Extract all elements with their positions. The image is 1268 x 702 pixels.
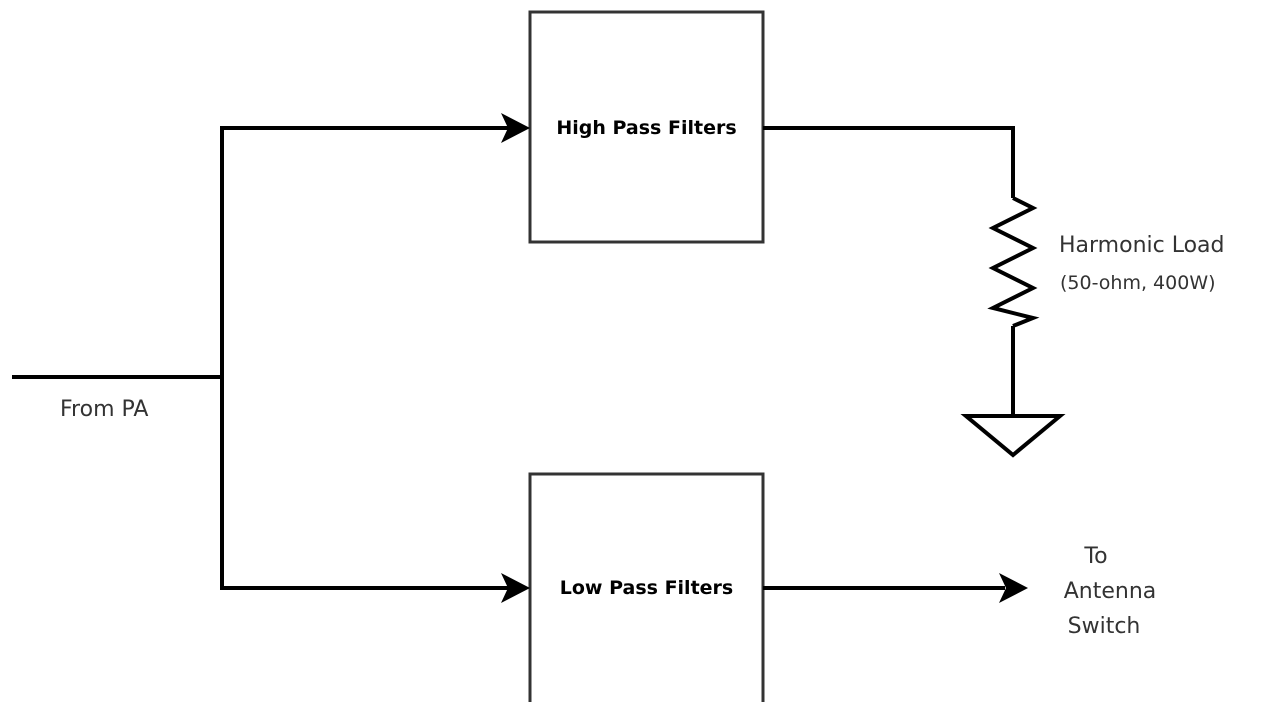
- hpf-arrowhead: [501, 113, 530, 143]
- from-pa-label: From PA: [60, 397, 149, 422]
- lpf-arrowhead: [501, 573, 530, 603]
- antenna-arrowhead: [999, 573, 1028, 603]
- harmonic-load-rating-label: (50-ohm, 400W): [1060, 272, 1216, 294]
- to-antenna-switch-label-line2: Antenna: [1063, 579, 1157, 604]
- hpf-output-wire: [763, 126, 1015, 198]
- ground-icon: [960, 414, 1066, 458]
- low-pass-filters-label: Low Pass Filters: [559, 577, 734, 599]
- to-antenna-switch-label-line1: To: [1084, 544, 1108, 569]
- high-pass-filters-box[interactable]: [528, 10, 765, 244]
- high-pass-filters-label: High Pass Filters: [556, 117, 737, 139]
- harmonic-load-label: Harmonic Load: [1059, 233, 1225, 258]
- resistor-icon: [987, 196, 1040, 328]
- low-pass-filters-box[interactable]: [528, 472, 765, 702]
- to-antenna-switch-label-line3: Switch: [1067, 614, 1141, 639]
